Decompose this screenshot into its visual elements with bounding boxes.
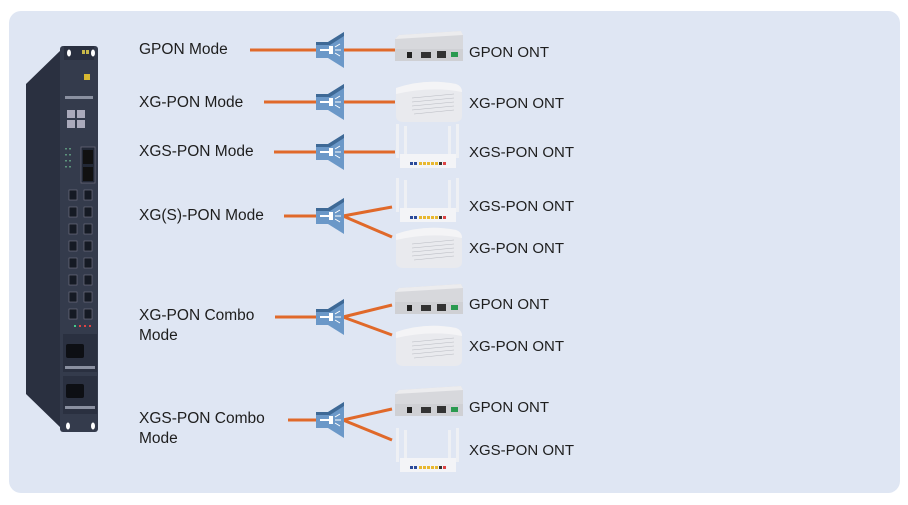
ont-label: XGS-PON ONT bbox=[469, 144, 575, 161]
mode-label-xg-pon: XG-PON Mode bbox=[139, 94, 244, 111]
fiber-line bbox=[342, 315, 393, 337]
ont-label: GPON ONT bbox=[469, 44, 550, 61]
optical-splitter-icon bbox=[316, 84, 345, 121]
xg-pon-ont-device-icon bbox=[395, 325, 463, 367]
gpon-ont-device-icon bbox=[395, 31, 463, 61]
ont-label: XGS-PON ONT bbox=[469, 442, 575, 459]
optical-splitter-icon bbox=[316, 402, 345, 439]
ont-label: XG-PON ONT bbox=[469, 240, 565, 257]
xgs-pon-ont-device-icon bbox=[396, 124, 459, 168]
xgs-pon-ont-device-icon bbox=[396, 428, 459, 472]
ont-label: XGS-PON ONT bbox=[469, 198, 575, 215]
gpon-ont-device-icon bbox=[395, 386, 463, 416]
xg-pon-ont-device-icon bbox=[395, 227, 463, 269]
optical-splitter-icon bbox=[316, 32, 345, 69]
ont-label: GPON ONT bbox=[469, 296, 550, 313]
ont-label: XG-PON ONT bbox=[469, 338, 565, 355]
xg-pon-ont-device-icon bbox=[395, 81, 463, 123]
mode-label-line1: XG-PON Combo bbox=[139, 307, 255, 324]
optical-splitter-icon bbox=[316, 134, 345, 171]
ont-label: XG-PON ONT bbox=[469, 95, 565, 112]
olt-device-icon bbox=[26, 46, 98, 432]
mode-label-line2: Mode bbox=[139, 430, 178, 447]
gpon-ont-device-icon bbox=[395, 284, 463, 314]
fiber-line bbox=[342, 407, 393, 422]
ont-label: GPON ONT bbox=[469, 399, 550, 416]
mode-label-xgs-pon: XGS-PON Mode bbox=[139, 143, 254, 160]
mode-label-xgs-pon-combo: XGS-PON Combo Mode bbox=[139, 409, 265, 449]
mode-label-xg-pon-combo: XG-PON Combo Mode bbox=[139, 306, 254, 346]
fiber-line bbox=[342, 418, 393, 442]
mode-label-xg-s-pon: XG(S)-PON Mode bbox=[139, 207, 264, 224]
mode-label-line1: XGS-PON Combo bbox=[139, 410, 265, 427]
optical-splitter-icon bbox=[316, 299, 345, 336]
xgs-pon-ont-device-icon bbox=[396, 178, 459, 222]
fiber-line bbox=[342, 214, 393, 239]
optical-splitter-icon bbox=[316, 198, 345, 235]
fiber-line bbox=[342, 303, 393, 319]
mode-label-gpon: GPON Mode bbox=[139, 41, 228, 58]
fiber-line bbox=[342, 205, 393, 218]
mode-label-line2: Mode bbox=[139, 327, 178, 344]
